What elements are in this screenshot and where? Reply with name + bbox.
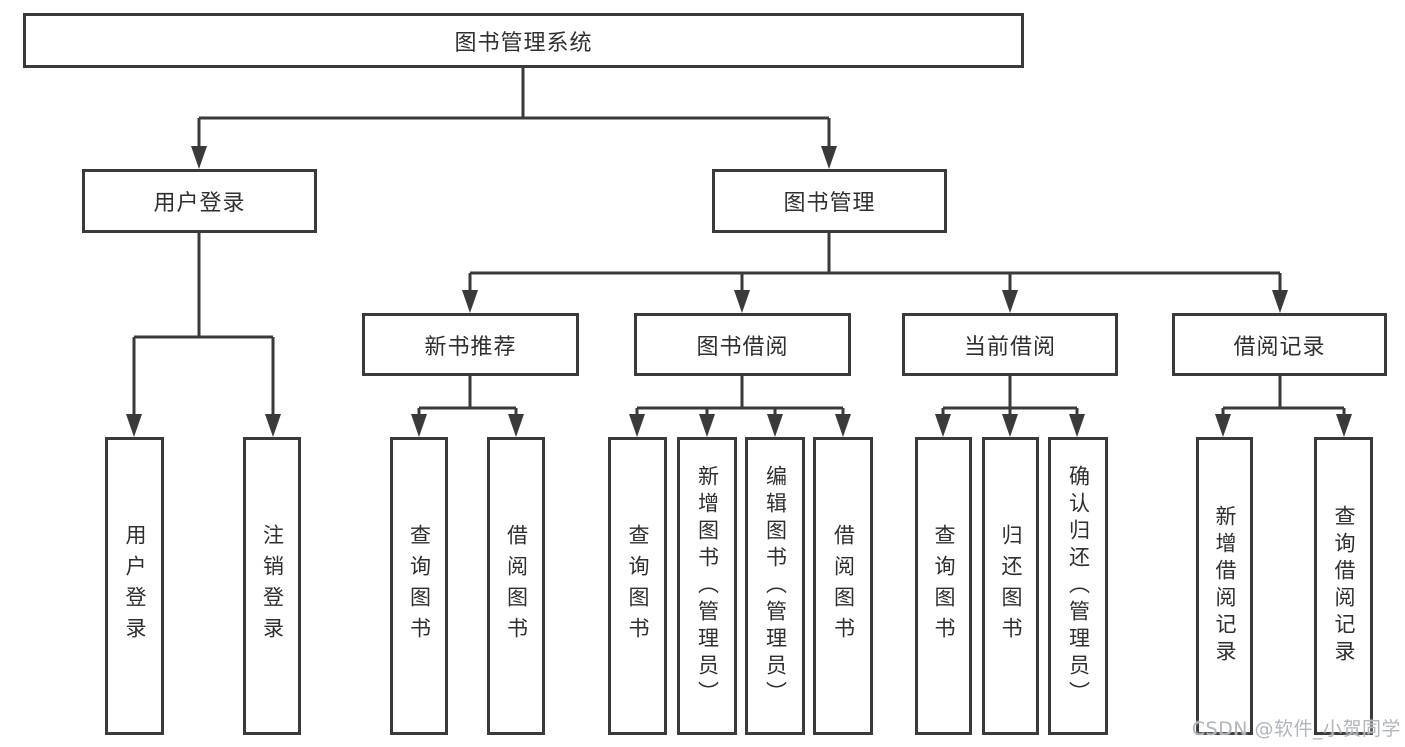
leaf-query-books-borrow: 查询图书 xyxy=(608,437,667,735)
leaf-edit-book-admin: 编辑图书（管理员） xyxy=(745,437,805,735)
leaf-query-books-recommend: 查询图书 xyxy=(390,437,448,735)
node-root: 图书管理系统 xyxy=(23,13,1024,68)
leaf-borrow-books-recommend: 借阅图书 xyxy=(487,437,545,735)
leaf-add-borrow-record: 新增借阅记录 xyxy=(1196,437,1253,735)
node-book-borrow: 图书借阅 xyxy=(634,313,851,376)
leaf-query-borrow-record: 查询借阅记录 xyxy=(1314,437,1373,735)
leaf-return-books: 归还图书 xyxy=(982,437,1039,735)
watermark: CSDN @软件_小贺同学 xyxy=(1191,718,1401,740)
node-borrow-records: 借阅记录 xyxy=(1172,313,1387,376)
arrowheads xyxy=(126,146,1352,437)
node-book-management: 图书管理 xyxy=(712,169,947,233)
leaf-logout: 注销登录 xyxy=(243,437,301,735)
node-current-borrow: 当前借阅 xyxy=(902,313,1118,376)
leaf-query-books-current: 查询图书 xyxy=(915,437,972,735)
leaf-confirm-return-admin: 确认归还（管理员） xyxy=(1048,437,1108,735)
node-new-book-recommend: 新书推荐 xyxy=(362,313,579,376)
leaf-add-book-admin: 新增图书（管理员） xyxy=(677,437,737,735)
leaf-user-login: 用户登录 xyxy=(105,437,164,735)
node-user-login: 用户登录 xyxy=(82,169,317,233)
leaf-borrow-books: 借阅图书 xyxy=(813,437,873,735)
